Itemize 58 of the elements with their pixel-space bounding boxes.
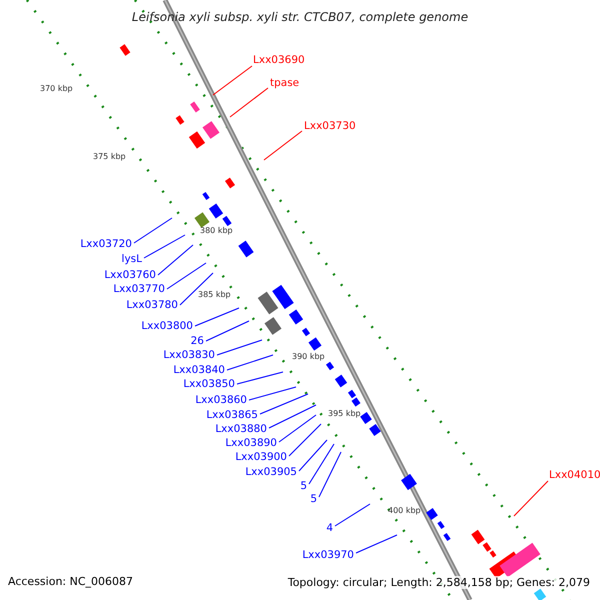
tick-label: 395 kbp bbox=[328, 410, 361, 418]
gene-label: Lxx03770 bbox=[113, 284, 165, 294]
leader-line bbox=[206, 320, 250, 342]
gene-label: Lxx03840 bbox=[173, 365, 225, 376]
gene-label: Lxx03880 bbox=[215, 424, 267, 434]
gene-label: Lxx03970 bbox=[302, 550, 354, 560]
tick-label: 375 kbp bbox=[93, 153, 126, 161]
leader-line bbox=[166, 262, 206, 290]
leader-line bbox=[230, 88, 268, 118]
leader-line bbox=[260, 394, 308, 414]
leader-line bbox=[144, 234, 186, 258]
gene-label: tpase bbox=[270, 78, 300, 88]
gene-label: Lxx03865 bbox=[206, 410, 258, 420]
leader-line bbox=[514, 480, 548, 516]
gene-label: 5 bbox=[300, 481, 307, 492]
gene-label: Lxx03900 bbox=[235, 452, 287, 462]
leader-line bbox=[212, 66, 252, 96]
leader-line bbox=[180, 272, 214, 306]
tick-label: 400 kbp bbox=[388, 507, 421, 515]
leader-line bbox=[194, 308, 240, 326]
gene-label: Lxx03730 bbox=[304, 121, 356, 132]
gene-label: Lxx04010 bbox=[549, 470, 600, 480]
leader-line bbox=[236, 372, 284, 384]
gene-label: Lxx03760 bbox=[104, 270, 156, 280]
gene-label: Lxx03800 bbox=[141, 321, 193, 332]
leader-line bbox=[158, 244, 194, 276]
leader-line bbox=[288, 424, 322, 456]
accession-text: Accession: NC_006087 bbox=[8, 576, 134, 586]
gene-label: Lxx03720 bbox=[80, 239, 132, 250]
gene-label: Lxx03905 bbox=[245, 467, 297, 478]
genome-summary-text: Topology: circular; Length: 2,584,158 bp; Genes: 2,079 bbox=[286, 576, 592, 588]
tick-label: 370 kbp bbox=[40, 85, 73, 93]
leader-line bbox=[278, 414, 316, 442]
gene-label: Lxx03780 bbox=[126, 300, 178, 310]
leader-line bbox=[216, 340, 262, 356]
tick-label: 385 kbp bbox=[198, 291, 231, 299]
leader-line bbox=[308, 444, 334, 484]
gene-label: 26 bbox=[190, 336, 204, 346]
leader-line bbox=[356, 534, 398, 554]
tick-label: 380 kbp bbox=[200, 227, 233, 235]
leader-line bbox=[268, 404, 316, 428]
title: Leifsonia xyli subsp. xyli str. CTCB07, complete genome bbox=[130, 11, 470, 23]
leader-line bbox=[226, 354, 274, 370]
gene-label: Lxx03890 bbox=[225, 438, 277, 448]
tick-label: 390 kbp bbox=[292, 353, 325, 361]
gene-label: Lxx03690 bbox=[253, 55, 305, 66]
gene-label: Lxx03830 bbox=[163, 350, 215, 360]
leader-line bbox=[134, 218, 172, 244]
leader-line bbox=[248, 386, 296, 400]
gene-label: Lxx03850 bbox=[183, 379, 235, 390]
leader-line bbox=[334, 504, 370, 526]
leader-line bbox=[318, 452, 342, 498]
gene-label: lysL bbox=[122, 254, 142, 264]
leader-line bbox=[264, 130, 302, 160]
gene-label: Lxx03860 bbox=[195, 395, 247, 406]
gene-label: 4 bbox=[326, 523, 333, 534]
leader-line bbox=[298, 440, 328, 472]
gene-label: 5 bbox=[310, 494, 317, 504]
